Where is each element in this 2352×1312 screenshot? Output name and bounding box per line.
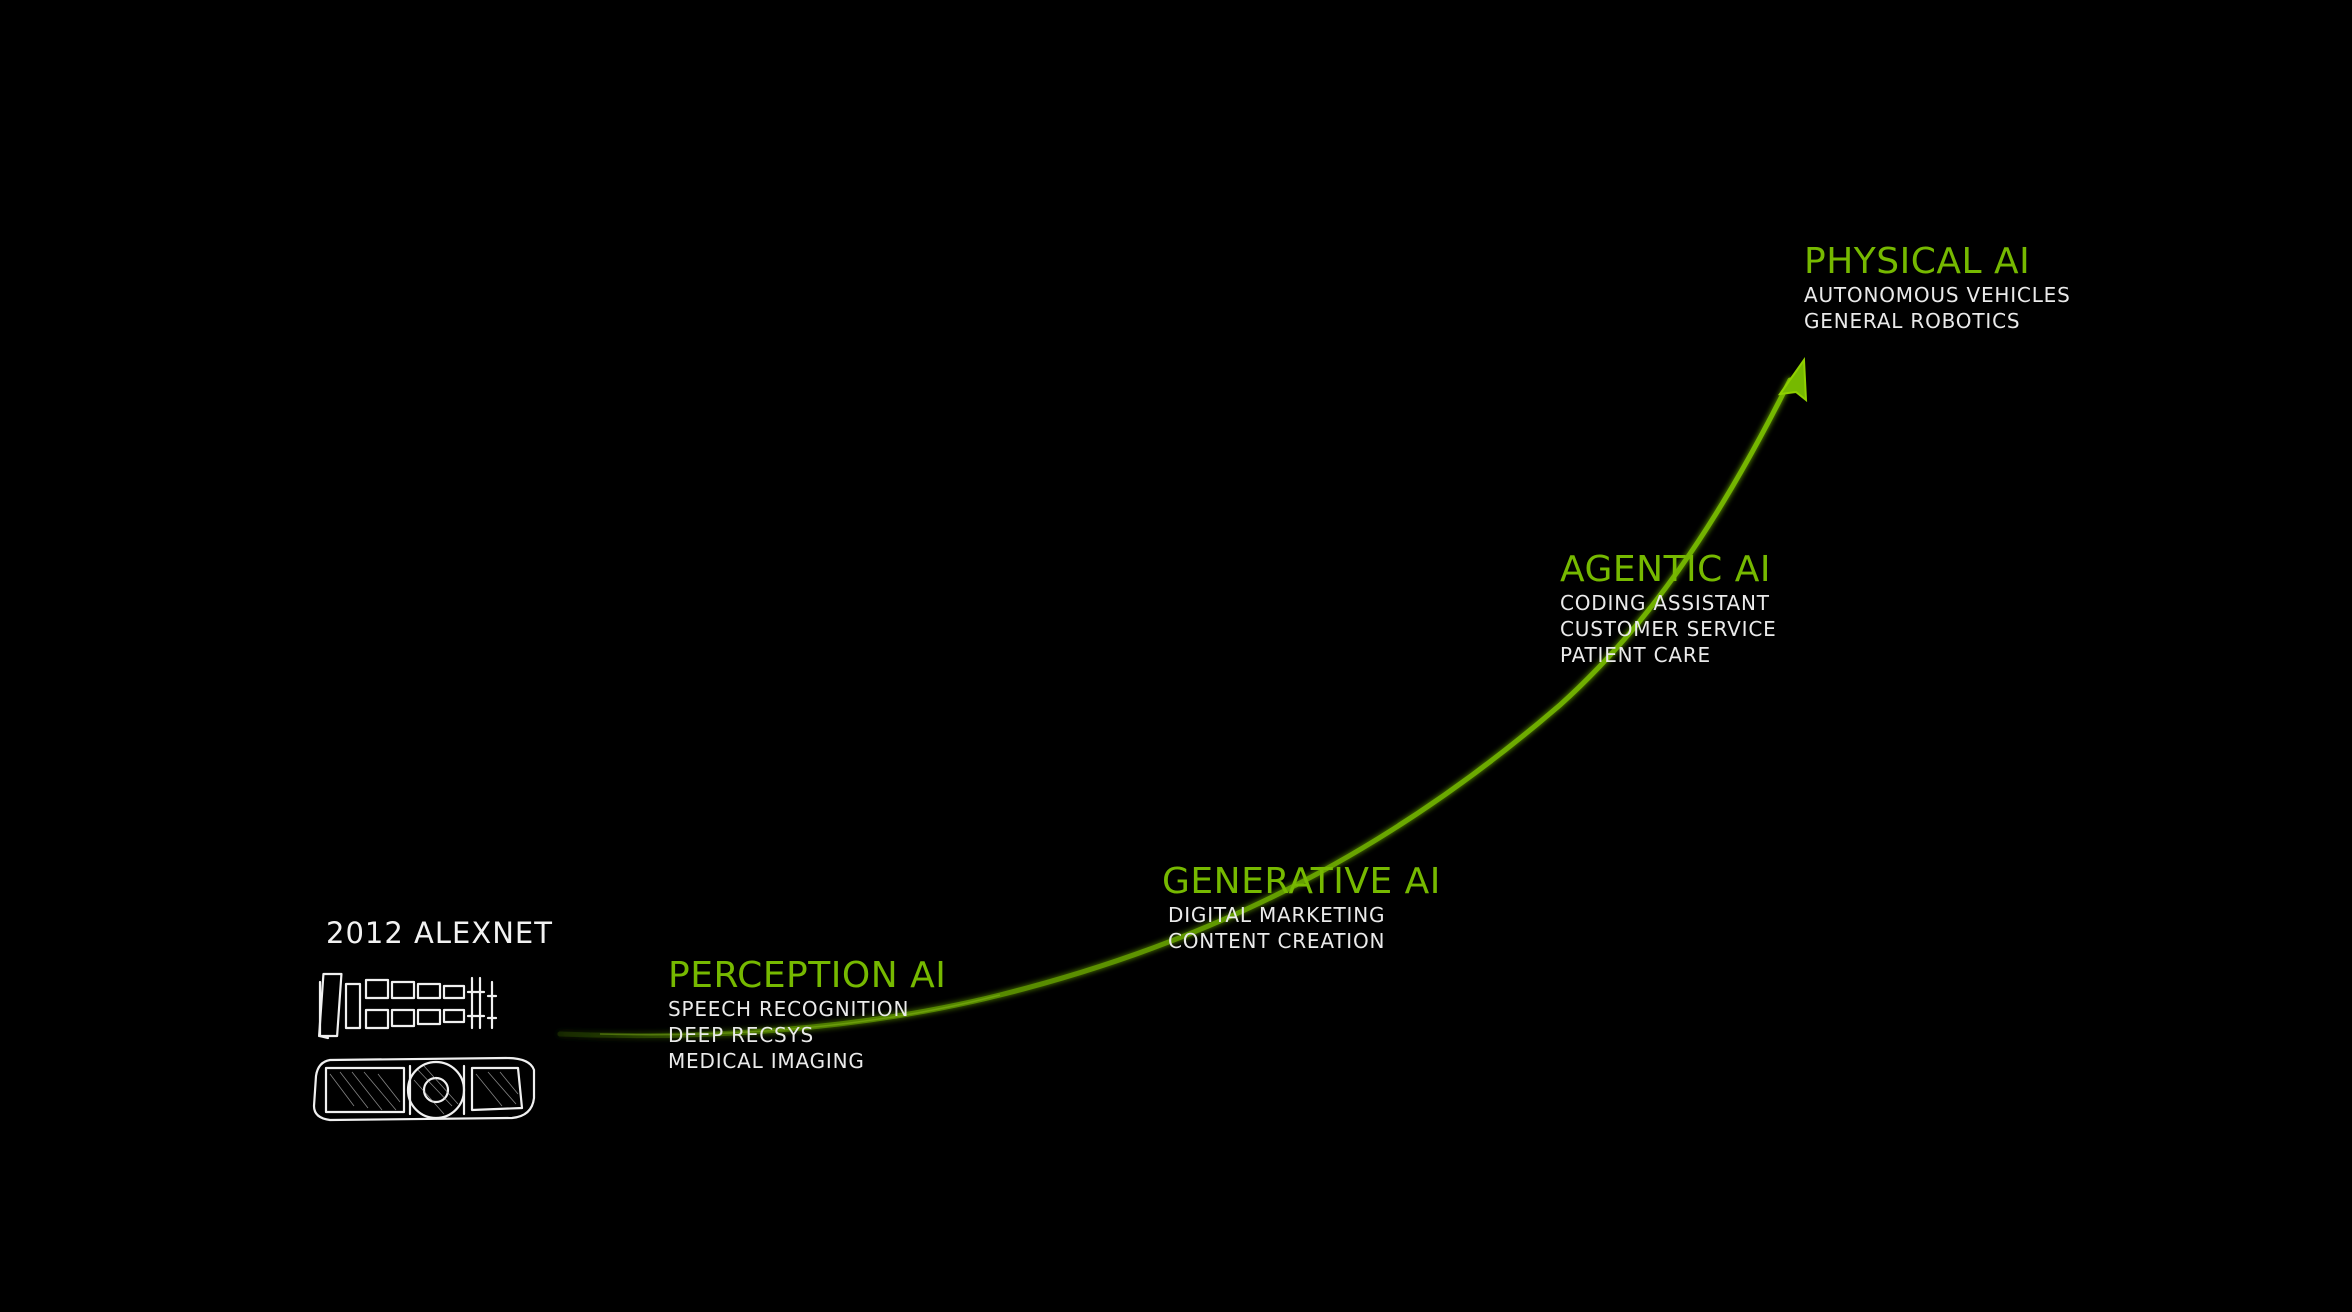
stage-item: SPEECH RECOGNITION [668,997,910,1021]
stage-item: PATIENT CARE [1560,643,1711,667]
origin-label: 2012 ALEXNET [326,916,553,950]
gpu-card-sketch-icon [312,972,536,1122]
stage-title: PERCEPTION AI [668,955,947,996]
stage-item: MEDICAL IMAGING [668,1049,865,1073]
arrow-head-icon [1777,357,1808,403]
stage-agentic: AGENTIC AI CODING ASSISTANT CUSTOMER SER… [1560,550,1777,668]
stage-item: GENERAL ROBOTICS [1804,309,2021,333]
curve-highlight [599,994,1001,1036]
stage-perception: PERCEPTION AI SPEECH RECOGNITION DEEP RE… [668,956,946,1074]
stage-item: CONTENT CREATION [1168,929,1386,953]
stage-title: GENERATIVE AI [1162,861,1441,902]
stage-item: DEEP RECSYS [668,1023,814,1047]
stage-item: AUTONOMOUS VEHICLES [1804,283,2071,307]
curve-path [557,377,1793,1039]
stage-item: CODING ASSISTANT [1560,591,1770,615]
stage-generative: GENERATIVE AI DIGITAL MARKETING CONTENT … [1162,862,1441,954]
stage-physical: PHYSICAL AI AUTONOMOUS VEHICLES GENERAL … [1804,242,2071,334]
stage-title: AGENTIC AI [1560,549,1771,590]
stage-item: DIGITAL MARKETING [1168,903,1386,927]
stage-title: PHYSICAL AI [1804,241,2031,282]
stage-item: CUSTOMER SERVICE [1560,617,1777,641]
